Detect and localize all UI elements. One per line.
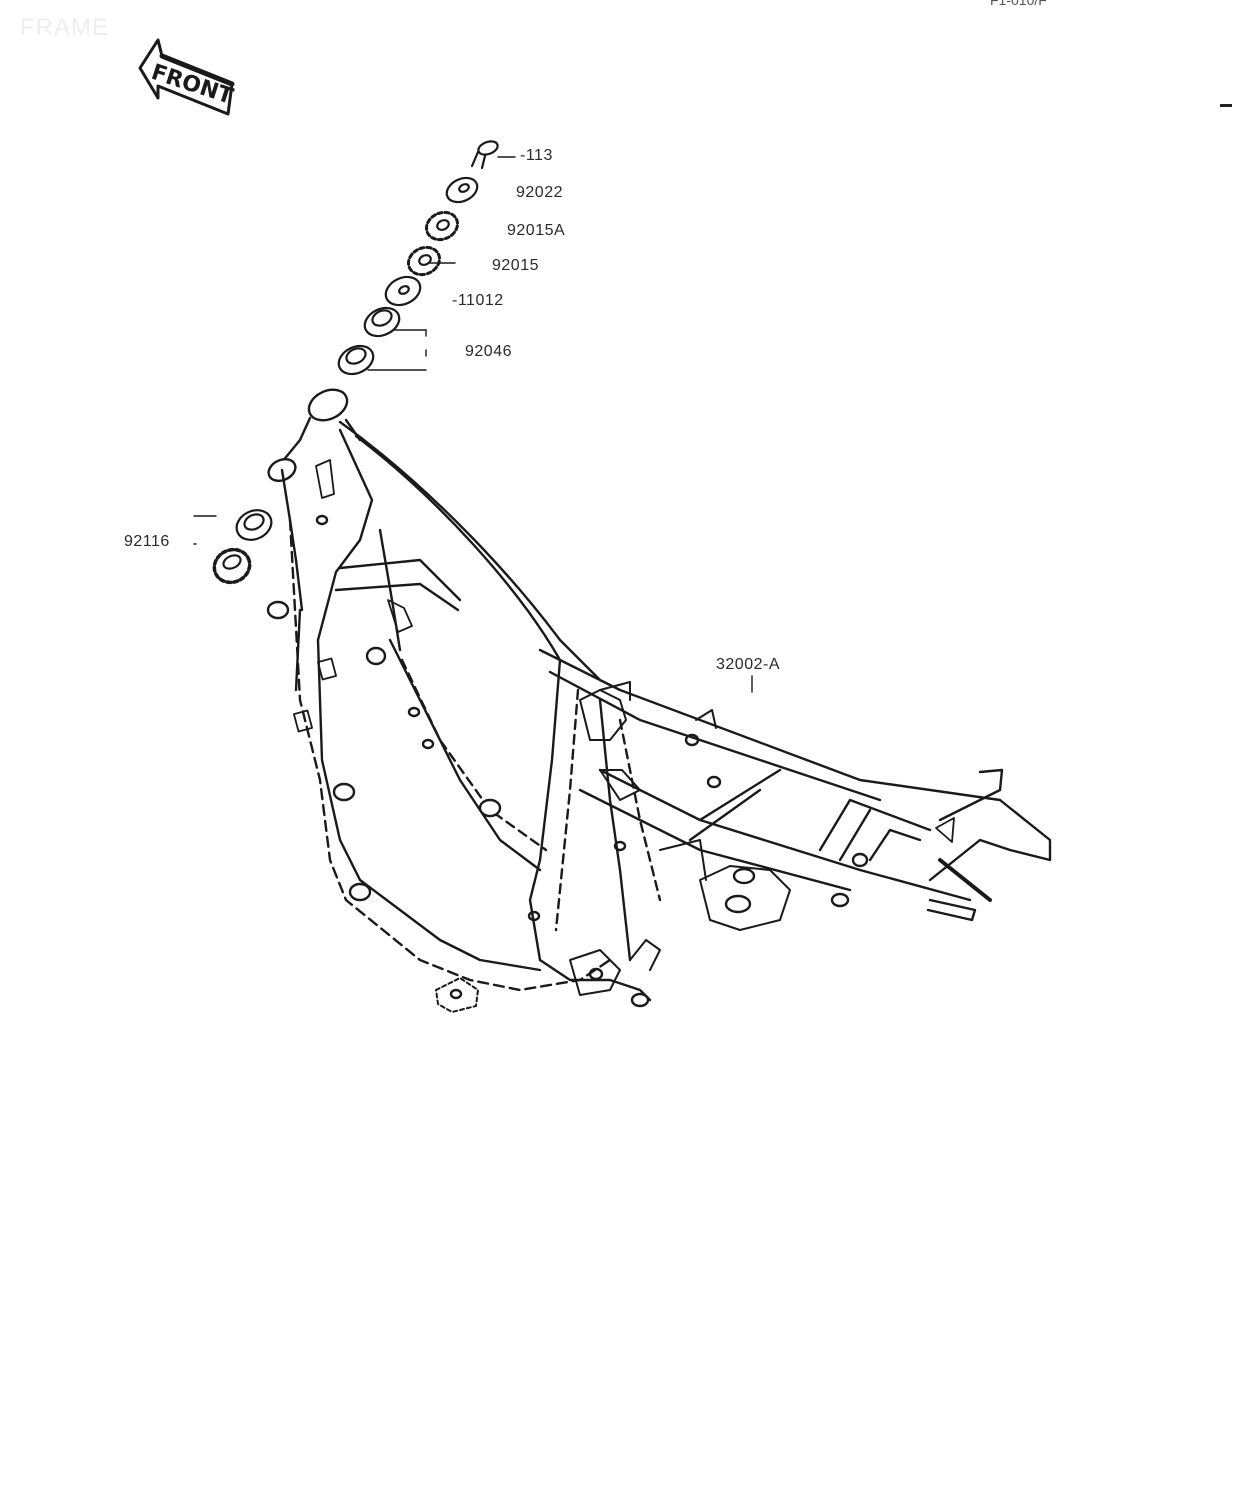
part-label-92015: 92015 [492, 257, 539, 274]
page-title: FRAME [20, 14, 109, 41]
front-arrow: FRONT [138, 38, 236, 116]
lower-bearing-icon [212, 509, 273, 585]
nut-icon [406, 245, 442, 277]
page-reference: F1-010/F [990, 0, 1047, 8]
part-label-92022: 92022 [516, 184, 563, 201]
washer-icon [445, 176, 479, 204]
part-label-92116: 92116 [124, 533, 170, 550]
bearing-race-icon [337, 306, 401, 376]
part-label-113: -113 [520, 147, 553, 164]
corner-mark [1220, 104, 1232, 107]
part-label-92046: 92046 [465, 343, 512, 360]
frame-body [266, 388, 1052, 1013]
leader-lines [193, 156, 753, 693]
lock-nut-icon [424, 210, 460, 242]
bolt-icon [470, 140, 499, 170]
part-label-32002a: 32002-A [716, 656, 780, 673]
part-label-11012: -11012 [452, 292, 504, 309]
cap-icon [384, 275, 422, 307]
steering-stem-parts [212, 140, 499, 585]
part-label-92015a: 92015A [507, 222, 566, 239]
